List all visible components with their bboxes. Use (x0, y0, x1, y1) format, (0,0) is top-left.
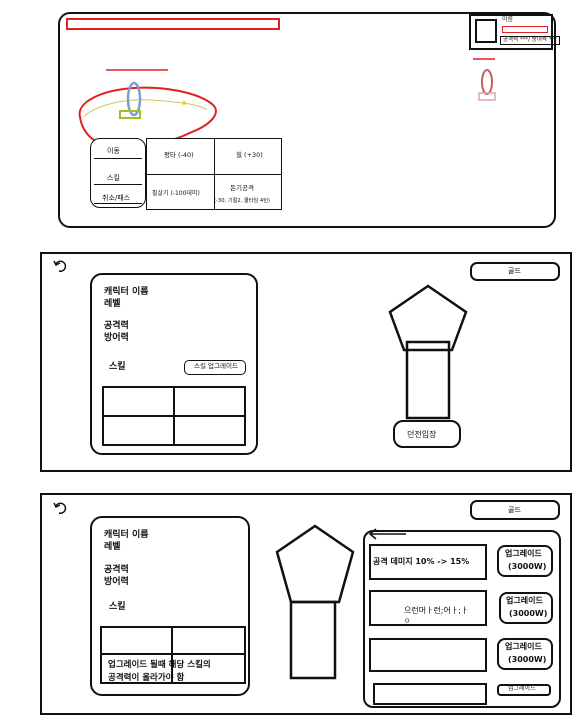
upgrade-item-2-text-2: ㅇ (404, 617, 411, 625)
character-figure (275, 524, 355, 680)
char-name: 캐릭터 이름 (104, 287, 149, 297)
player-stats-label: 공격력 ***/ 방어력 *** (500, 36, 560, 45)
upgrade-button-4-label: 업그레이드 (508, 685, 536, 692)
action-special[interactable]: 돈기공격 (230, 184, 254, 192)
command-menu (90, 138, 146, 208)
upgrade-item-2 (369, 590, 487, 626)
player-avatar (475, 19, 497, 43)
char-name: 캐릭터 이름 (104, 530, 149, 540)
upgrade-note-line1: 업그레이드 될때 해당 스킬의 (108, 660, 211, 670)
upgrade-item-1 (369, 544, 487, 580)
menu-item-skill[interactable]: 스킬 (107, 174, 120, 182)
player-hp-bar (502, 26, 548, 33)
skill-upgrade-button[interactable] (184, 360, 246, 375)
char-level: 레벨 (104, 299, 121, 309)
action-special-detail: (-30, 기절2, 쿨타임 4턴) (214, 198, 271, 204)
upgrade-button-3-price: (3000W) (508, 655, 547, 664)
upgrade-item-4 (373, 683, 487, 705)
player-name-label: 이름 (502, 16, 514, 23)
upgrade-button-3-label: 업그레이드 (505, 642, 542, 651)
upgrade-button-2-price: (3000W) (509, 609, 548, 618)
upgrade-note-line2: 공격력이 올라가야 함 (108, 673, 185, 683)
enemy-figure (473, 58, 496, 101)
gold-label: 골드 (508, 506, 521, 514)
upgrade-button-1-price: (3000W) (508, 562, 547, 571)
char-attack: 공격력 (104, 565, 129, 575)
upgrade-item-1-text: 공격 데미지 10% -> 15% (373, 557, 470, 566)
dungeon-enter-button[interactable] (393, 420, 461, 448)
undo-icon[interactable] (52, 500, 68, 516)
char-defense: 방어력 (104, 333, 129, 343)
upgrade-button-1-label: 업그레이드 (505, 549, 542, 558)
back-arrow-icon[interactable] (368, 528, 408, 540)
character-figure (388, 284, 468, 420)
char-attack: 공격력 (104, 321, 129, 331)
gold-display (470, 500, 560, 520)
upgrade-button-2-label: 업그레이드 (506, 596, 543, 605)
char-skill: 스킬 (109, 602, 126, 612)
skill-slots (100, 626, 246, 684)
char-level: 레벨 (104, 542, 121, 552)
char-skill: 스킬 (109, 362, 126, 372)
gold-label: 골드 (508, 267, 521, 275)
upgrade-button-1[interactable] (497, 545, 553, 577)
action-attack[interactable]: 평타 (-40) (164, 151, 194, 159)
upgrade-button-4[interactable] (497, 684, 551, 696)
upgrade-button-2[interactable] (499, 592, 553, 624)
skill-upgrade-label: 스킬 업그레이드 (194, 362, 238, 370)
upgrade-item-3 (369, 638, 487, 672)
enemy-hp-bar (66, 18, 280, 30)
action-finisher[interactable]: 필살기 (-100데미) (152, 190, 200, 197)
char-defense: 방어력 (104, 577, 129, 587)
menu-item-cancel-pass[interactable]: 취소/패스 (102, 194, 131, 202)
upgrade-item-2-text: 으런머ㅏ런;어ㅏ;ㅏ (404, 606, 469, 615)
dungeon-enter-label: 던전입장 (407, 430, 437, 439)
undo-icon[interactable] (52, 258, 68, 274)
upgrade-button-3[interactable] (497, 638, 553, 670)
menu-item-move[interactable]: 이동 (107, 147, 120, 155)
action-heal[interactable]: 힐 (+30) (236, 151, 263, 159)
gold-display (470, 262, 560, 281)
